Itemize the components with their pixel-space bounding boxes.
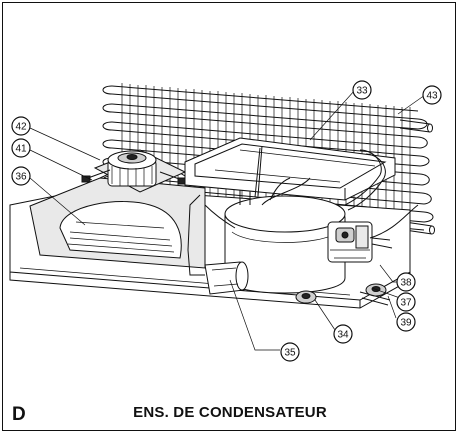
svg-text:35: 35 [284, 348, 296, 359]
compressor [224, 177, 346, 294]
svg-text:38: 38 [400, 278, 412, 289]
refrigerant-tubing [204, 149, 419, 239]
filter-drier [187, 194, 249, 295]
svg-text:36: 36 [15, 172, 27, 183]
callout-38: 38 [396, 272, 416, 292]
callout-36: 36 [11, 166, 31, 186]
figure-caption: ENS. DE CONDENSATEUR [133, 404, 327, 421]
callout-42: 42 [11, 116, 31, 136]
evaporation-tray [184, 137, 396, 201]
svg-text:37: 37 [400, 298, 412, 309]
callout-34: 34 [333, 324, 353, 344]
svg-text:39: 39 [400, 318, 412, 329]
svg-text:43: 43 [426, 91, 438, 102]
callout-39: 39 [396, 312, 416, 332]
callout-37: 37 [396, 292, 416, 312]
callout-43: 43 [422, 85, 442, 105]
svg-text:41: 41 [15, 144, 27, 155]
callout-41: 41 [11, 138, 31, 158]
svg-text:42: 42 [15, 122, 27, 133]
fan-motor [81, 149, 187, 193]
leader-lines [29, 89, 426, 351]
svg-text:34: 34 [337, 330, 349, 341]
section-letter: D [12, 404, 26, 425]
callout-33: 33 [352, 80, 372, 100]
callout-35: 35 [280, 342, 300, 362]
svg-text:33: 33 [356, 86, 368, 97]
start-relay [327, 221, 393, 263]
mounting-feet [295, 283, 391, 306]
